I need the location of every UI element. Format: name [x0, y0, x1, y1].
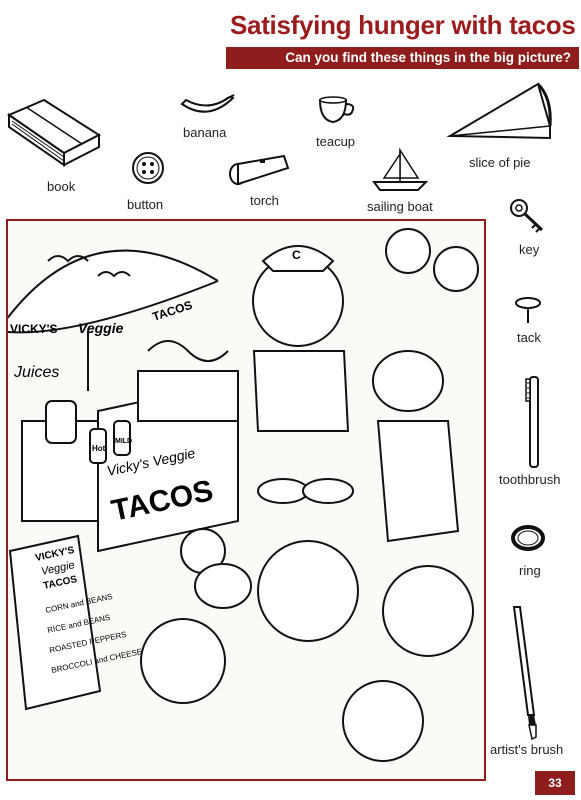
ring-item	[508, 518, 548, 559]
umbrella-sign-1: VICKY'S	[10, 322, 58, 336]
banana-label: banana	[183, 125, 227, 140]
banana-item	[178, 92, 238, 127]
cap-letter: C	[292, 248, 301, 262]
banana-icon	[180, 94, 235, 113]
tack-label: tack	[517, 330, 541, 345]
book-item	[4, 95, 104, 175]
bottle-hot: Hot	[92, 444, 106, 453]
tack-item	[514, 293, 544, 330]
pie-item	[446, 80, 556, 151]
brush-label: artist's brush	[490, 742, 564, 757]
bottle-mild: MILD	[115, 438, 132, 445]
tack-icon	[515, 297, 541, 323]
subtitle-bar: Can you find these things in the big pic…	[226, 47, 579, 69]
button-item	[130, 150, 166, 191]
sailing-boat-icon	[372, 147, 429, 191]
teacup-item	[312, 92, 362, 133]
key-item	[508, 196, 548, 241]
pie-label: slice of pie	[469, 155, 531, 170]
button-label: button	[127, 197, 164, 212]
torch-icon	[229, 154, 290, 186]
brush-item	[508, 605, 548, 746]
scene-drawing: VICKY'S Veggie TACOS CORN and BEANS RICE…	[8, 228, 479, 762]
page-number: 33	[535, 771, 575, 795]
artists-brush-icon	[512, 606, 537, 741]
boat-item	[370, 147, 429, 199]
button-icon	[132, 152, 164, 184]
toothbrush-icon	[525, 376, 539, 468]
key-label: key	[519, 242, 540, 257]
teacup-icon	[318, 96, 355, 124]
ring-icon	[511, 525, 545, 551]
book-icon	[6, 98, 102, 167]
subtitle: Can you find these things in the big pic…	[285, 50, 571, 65]
torch-label: torch	[250, 193, 279, 208]
torch-item	[226, 152, 292, 193]
teacup-label: teacup	[316, 134, 356, 149]
key-icon	[510, 199, 544, 233]
pie-icon	[446, 82, 552, 140]
juices-sign: Juices	[13, 364, 59, 381]
toothbrush-item	[524, 375, 544, 474]
boat-label: sailing boat	[367, 199, 433, 214]
ring-label: ring	[519, 563, 541, 578]
umbrella-sign-2: Veggie	[78, 320, 124, 336]
toothbrush-label: toothbrush	[499, 472, 561, 487]
page-title: Satisfying hunger with tacos	[230, 10, 576, 40]
scene-illustration: VICKY'S Veggie TACOS CORN and BEANS RICE…	[6, 219, 486, 781]
book-label: book	[47, 179, 76, 194]
